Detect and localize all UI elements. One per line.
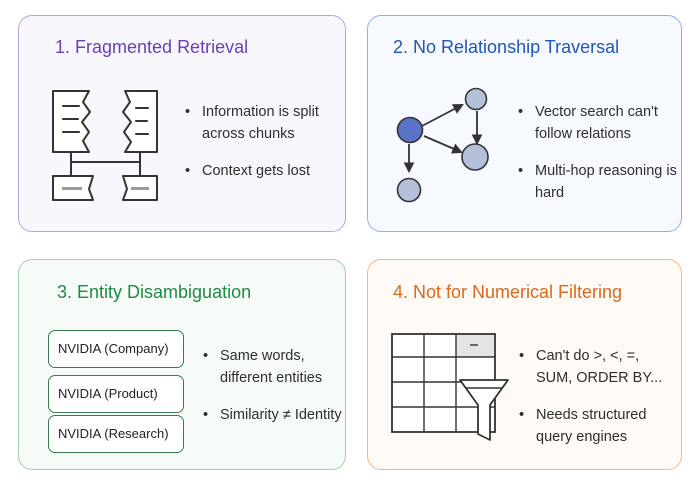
bullet-item: Can't do >, <, =, SUM, ORDER BY... [519,345,679,389]
bullet-item: Same words, different entities [203,345,343,389]
card-entity-disambiguation: 3. Entity Disambiguation NVIDIA (Company… [18,259,346,470]
card-title: 3. Entity Disambiguation [57,282,252,302]
bullet-list: Vector search can't follow relations Mul… [518,101,678,219]
card-not-for-numerical-filtering: 4. Not for Numerical Filtering Can't do … [367,259,682,470]
bullet-item: Similarity ≠ Identity [203,404,343,426]
entity-box-company: NVIDIA (Company) [48,330,184,368]
card-no-relationship-traversal: 2. No Relationship Traversal Vector sear… [367,15,682,232]
bullet-item: Context gets lost [185,160,335,182]
graph-nodes-icon [396,87,489,203]
bullet-list: Can't do >, <, =, SUM, ORDER BY... Needs… [519,345,679,463]
bullet-item: Information is split across chunks [185,101,335,145]
fragmented-document-icon [52,90,158,201]
table-funnel-icon [391,333,509,441]
entity-box-research: NVIDIA (Research) [48,415,184,453]
card-title: 1. Fragmented Retrieval [55,37,249,57]
bullet-item: Vector search can't follow relations [518,101,678,145]
bullet-list: Same words, different entities Similarit… [203,345,343,441]
bullet-item: Needs structured query engines [519,404,679,448]
card-fragmented-retrieval: 1. Fragmented Retrieval Information is s… [18,15,346,232]
bullet-list: Information is split across chunks Conte… [185,101,335,197]
card-title: 2. No Relationship Traversal [393,37,620,57]
card-title: 4. Not for Numerical Filtering [393,282,623,302]
bullet-item: Multi-hop reasoning is hard [518,160,678,204]
entity-box-product: NVIDIA (Product) [48,375,184,413]
